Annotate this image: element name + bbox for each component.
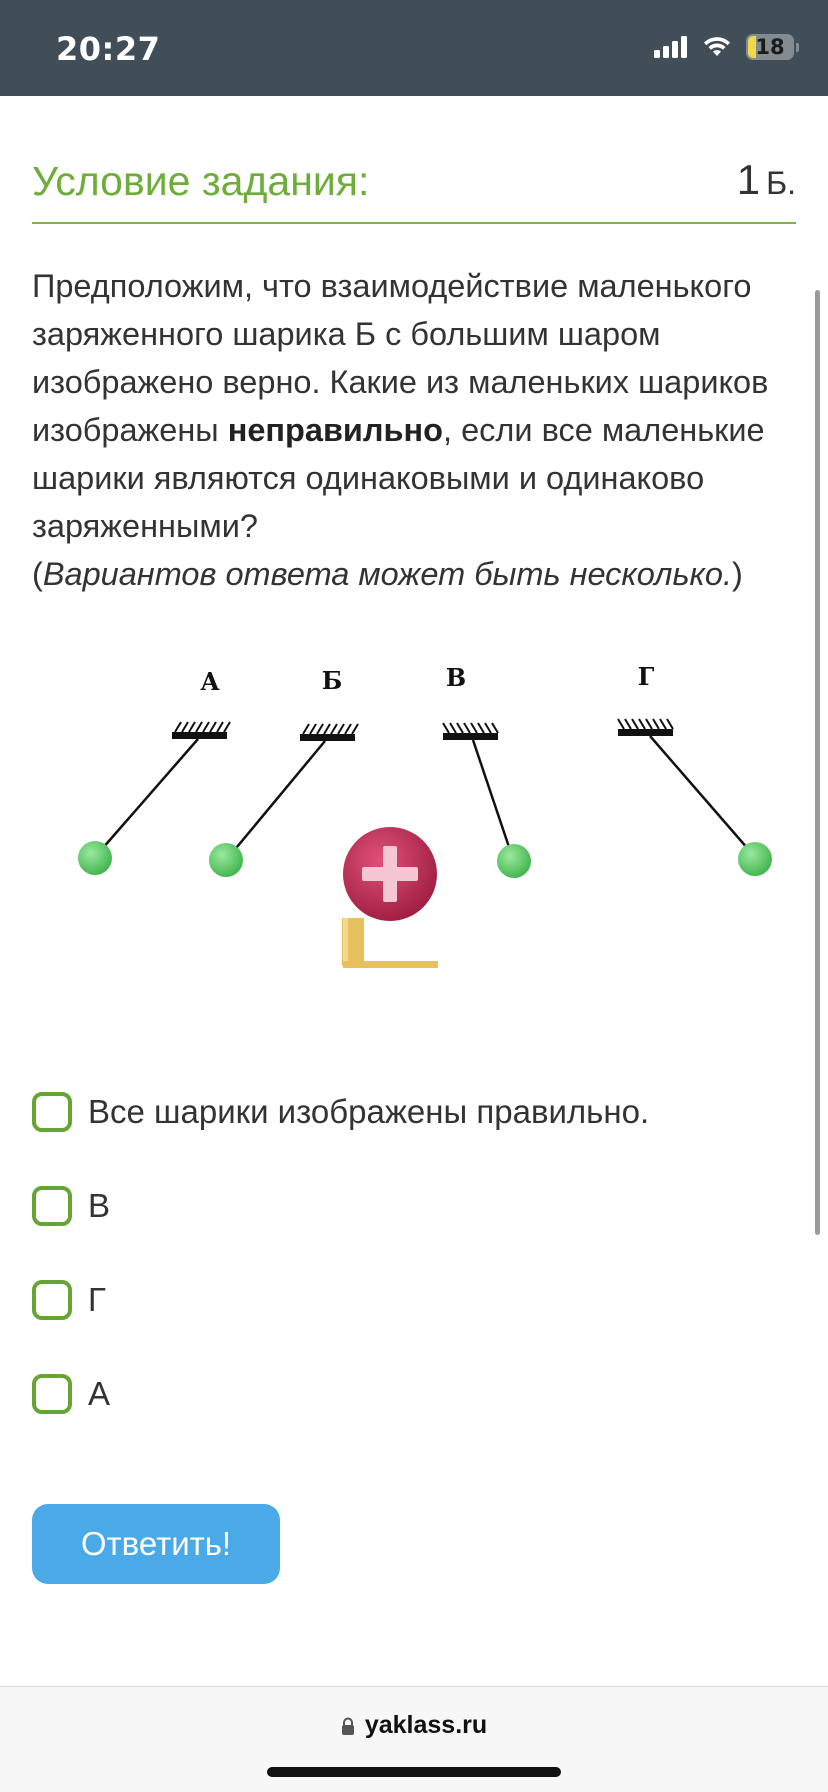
small-ball-v <box>497 844 531 878</box>
task-score-number: 1 <box>736 156 761 203</box>
label-g: Г <box>638 662 655 691</box>
lock-icon <box>341 1717 354 1735</box>
url-text[interactable]: yaklass.ru <box>364 1711 488 1739</box>
pendulum-figure: А Б В Г <box>78 662 772 968</box>
task-score-unit: Б. <box>766 165 796 201</box>
option-a[interactable]: А <box>32 1347 792 1441</box>
battery-level <box>748 36 756 58</box>
option-v[interactable]: В <box>32 1159 792 1253</box>
thread-b <box>226 740 326 860</box>
answer-options: Все шарики изображены правильно. В Г А <box>32 1065 792 1441</box>
label-v: В <box>446 663 466 692</box>
status-bar: 20:27 18 <box>0 0 828 96</box>
question-text: Предположим, что взаимодействие маленько… <box>32 262 792 598</box>
question-part-2: , если все маленькие шарики являются оди… <box>32 412 765 544</box>
option-checkbox[interactable] <box>32 1374 72 1414</box>
scrollbar[interactable] <box>815 290 820 1235</box>
option-label: Г <box>88 1281 106 1318</box>
battery-percentage: 18 <box>755 35 785 59</box>
option-label: Все шарики изображены правильно. <box>88 1093 650 1130</box>
browser-url-bar[interactable]: yaklass.ru <box>0 1686 828 1792</box>
question-hint-close: ) <box>732 556 743 592</box>
mount-b <box>300 723 359 741</box>
small-ball-b <box>209 843 243 877</box>
wifi-icon <box>704 37 730 56</box>
thread-a <box>94 738 199 858</box>
thread-g <box>649 735 756 858</box>
small-ball-a <box>78 841 112 875</box>
option-all-correct[interactable]: Все шарики изображены правильно. <box>32 1065 792 1159</box>
label-b: Б <box>322 666 343 695</box>
mount-a <box>172 721 231 739</box>
thread-v <box>471 739 515 860</box>
mount-g <box>617 718 674 736</box>
submit-button[interactable]: Ответить! <box>32 1504 280 1584</box>
small-ball-g <box>738 842 772 876</box>
home-indicator <box>267 1767 561 1777</box>
option-label: В <box>88 1187 111 1224</box>
question-hint-open: ( <box>32 556 43 592</box>
mount-v <box>442 722 499 740</box>
option-checkbox[interactable] <box>32 1092 72 1132</box>
option-g[interactable]: Г <box>32 1253 792 1347</box>
label-a: А <box>200 667 220 696</box>
big-charged-ball <box>342 827 438 968</box>
status-time: 20:27 <box>56 30 161 68</box>
signal-icon <box>654 36 687 58</box>
question-part-1: Предположим, что взаимодействие маленько… <box>32 268 769 448</box>
option-label: А <box>88 1375 111 1412</box>
question-emphasis: неправильно <box>227 412 444 448</box>
url-content[interactable]: yaklass.ru <box>0 1711 828 1740</box>
option-checkbox[interactable] <box>32 1186 72 1226</box>
status-icons: 18 <box>654 34 799 60</box>
option-checkbox[interactable] <box>32 1280 72 1320</box>
battery-icon: 18 <box>746 34 799 60</box>
question-hint: Вариантов ответа может быть несколько. <box>42 556 733 592</box>
task-title: Условие задания: <box>32 158 370 204</box>
